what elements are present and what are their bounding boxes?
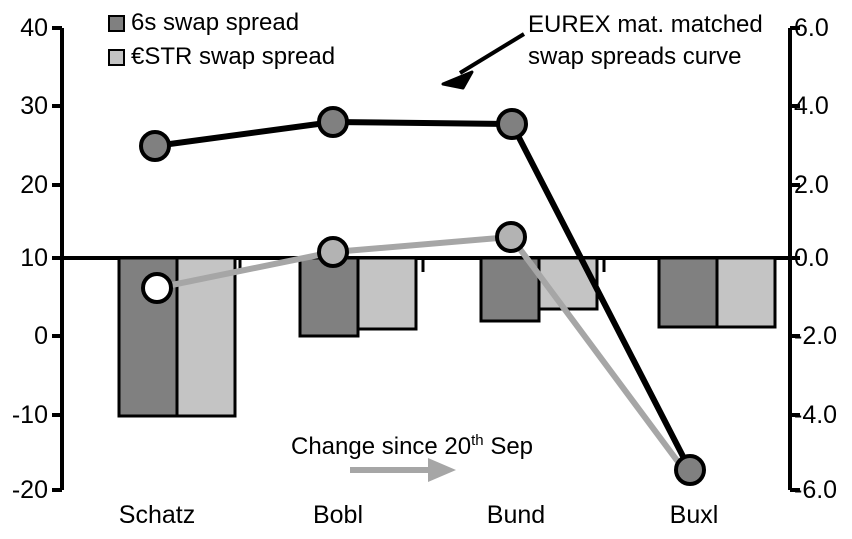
y-axis-left-tick-neg10: -10 xyxy=(11,401,48,429)
y-axis-left-tick-40: 40 xyxy=(20,14,48,42)
line-series-eurex-curve xyxy=(139,106,706,486)
y-axis-left-tick-30: 30 xyxy=(20,92,48,120)
y-axis-right-spine xyxy=(788,26,800,492)
line-path-eurex-curve xyxy=(154,119,693,472)
y-axis-left-tick-0: 0 xyxy=(34,322,48,350)
legend-label-6s: 6s swap spread xyxy=(131,9,300,36)
y-axis-left-tick-neg20: -20 xyxy=(11,476,48,504)
x-axis-category-bund: Bund xyxy=(486,501,546,529)
line-marker-change-schatz xyxy=(141,272,173,304)
bar-group-buxl xyxy=(657,256,777,329)
y-axis-left-tick-20: 20 xyxy=(20,171,48,199)
legend-swatch-icon-6s xyxy=(108,14,125,32)
line-series-change-since-sep xyxy=(141,221,693,480)
bar-group-bund xyxy=(479,256,599,323)
annotation-arrow-change xyxy=(350,458,456,482)
line-marker-change-bund xyxy=(495,221,527,253)
bar-estr-buxl xyxy=(715,256,777,329)
annotation-change-superscript: th xyxy=(471,432,484,449)
legend-item-estr-swap-spread: €STR swap spread xyxy=(108,45,335,69)
annotation-arrow-eurex xyxy=(441,32,526,90)
line-marker-eurex-bund xyxy=(496,108,528,140)
annotation-change-since: Change since 20th Sep xyxy=(291,432,533,461)
line-path-change-since-sep xyxy=(156,234,693,480)
line-marker-eurex-schatz xyxy=(139,130,171,162)
x-axis-category-buxl: Buxl xyxy=(669,501,719,529)
bar-6s-buxl xyxy=(657,256,719,329)
bar-group-bobl xyxy=(298,256,418,338)
y-axis-left-tick-10: 10 xyxy=(20,244,48,272)
annotation-eurex-curve-line2: swap spreads curve xyxy=(528,43,742,70)
y-axis-right-tick-neg6: -6.0 xyxy=(794,476,838,504)
line-marker-change-bobl xyxy=(317,236,349,268)
y-axis-right-tick-neg2: -2.0 xyxy=(794,322,838,350)
bar-6s-bobl xyxy=(298,256,360,338)
annotation-change-suffix: Sep xyxy=(483,433,534,460)
bar-estr-bobl xyxy=(356,256,418,331)
x-axis-category-bobl: Bobl xyxy=(312,501,364,529)
annotation-eurex-curve-line1: EUREX mat. matched xyxy=(528,11,763,38)
legend-item-6s-swap-spread: 6s swap spread xyxy=(108,11,299,35)
annotation-change-prefix: Change since 20 xyxy=(291,433,472,460)
y-axis-right-tick-neg4: -4.0 xyxy=(794,401,838,429)
line-marker-eurex-bobl xyxy=(317,106,349,138)
y-axis-left-spine xyxy=(52,26,64,492)
legend-label-estr: €STR swap spread xyxy=(131,43,336,70)
legend-swatch-icon-estr xyxy=(108,48,125,66)
line-marker-eurex-buxl xyxy=(674,454,706,486)
x-axis-category-schatz: Schatz xyxy=(118,501,196,529)
